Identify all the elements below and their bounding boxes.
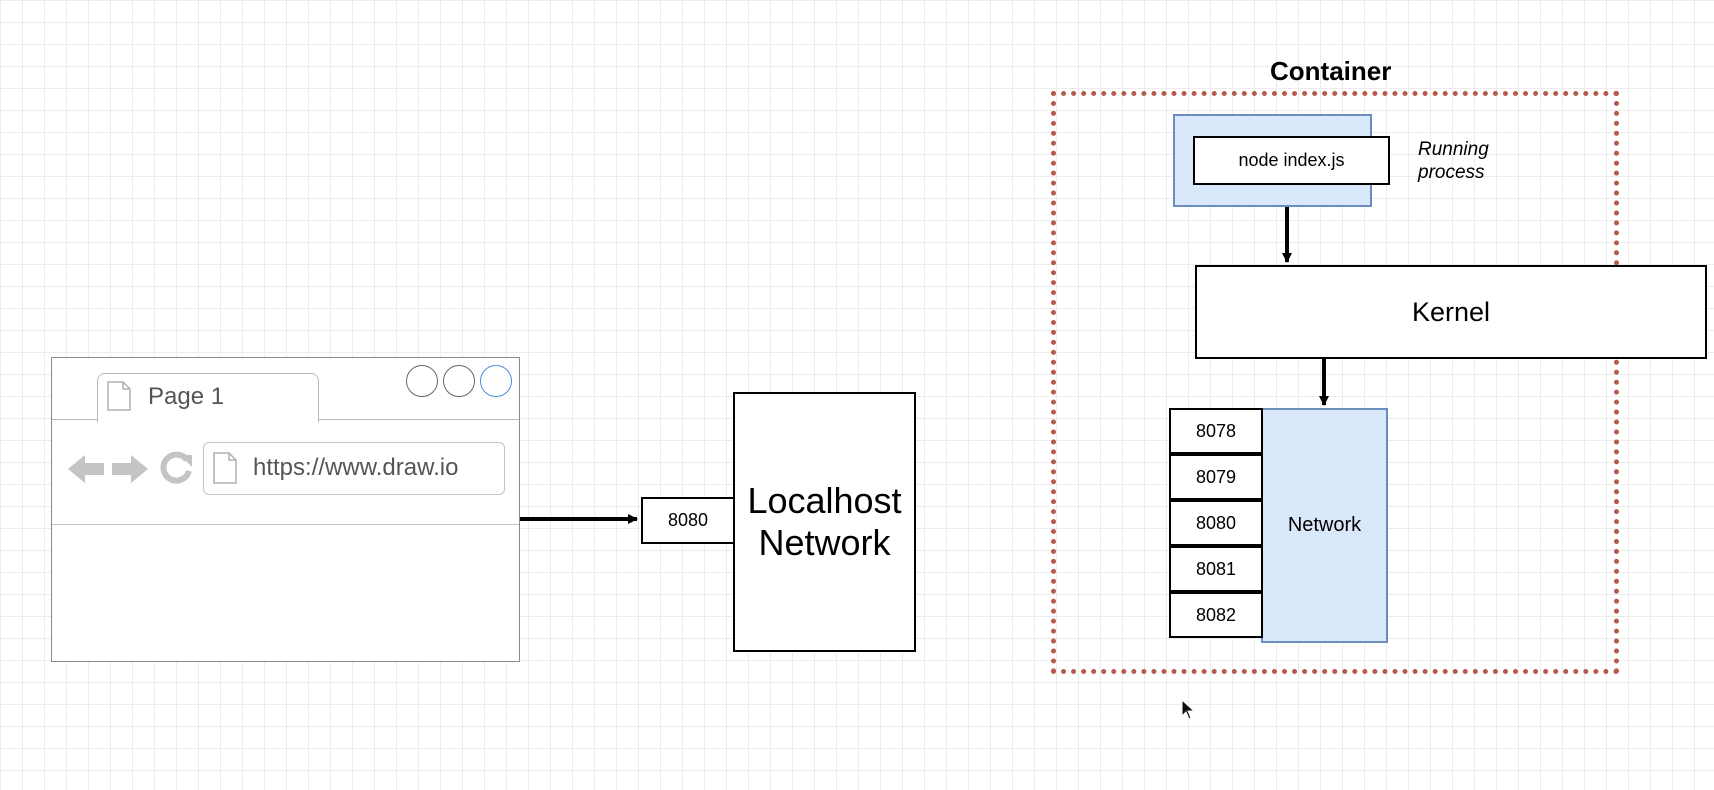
browser-window: Page 1 https://www.draw.io [51,357,520,662]
process-note-line2: process [1418,162,1485,183]
process-box[interactable]: node index.js [1193,136,1390,185]
localhost-port-box[interactable]: 8080 [641,497,735,544]
close-icon[interactable] [480,365,512,397]
forward-arrow-icon[interactable] [112,453,148,485]
container-port-8081[interactable]: 8081 [1169,546,1263,592]
localhost-label-line1: Localhost [747,480,902,521]
back-arrow-icon[interactable] [68,453,104,485]
container-port-8080[interactable]: 8080 [1169,500,1263,546]
mouse-pointer-icon [1181,699,1195,720]
kernel-box[interactable]: Kernel [1195,265,1707,359]
container-frame[interactable] [1051,91,1619,674]
maximize-icon[interactable] [443,365,475,397]
browser-content-divider [52,524,519,525]
container-port-8082[interactable]: 8082 [1169,592,1263,638]
address-bar-url[interactable]: https://www.draw.io [253,454,459,481]
browser-tab[interactable] [97,373,319,422]
page-icon [213,452,237,484]
minimize-icon[interactable] [406,365,438,397]
container-title: Container [1270,56,1392,86]
process-note-line1: Running [1418,139,1489,160]
process-note: Running process [1418,138,1489,184]
localhost-network-box[interactable] [733,392,916,652]
tab-title: Page 1 [148,383,225,410]
container-port-8079[interactable]: 8079 [1169,454,1263,500]
address-bar[interactable] [203,442,505,495]
page-icon [107,381,131,411]
reload-icon[interactable] [158,451,194,487]
localhost-network-label: Localhost Network [733,480,916,564]
container-network-box[interactable]: Network [1261,408,1388,643]
localhost-label-line2: Network [758,522,891,563]
container-port-8078[interactable]: 8078 [1169,408,1263,454]
